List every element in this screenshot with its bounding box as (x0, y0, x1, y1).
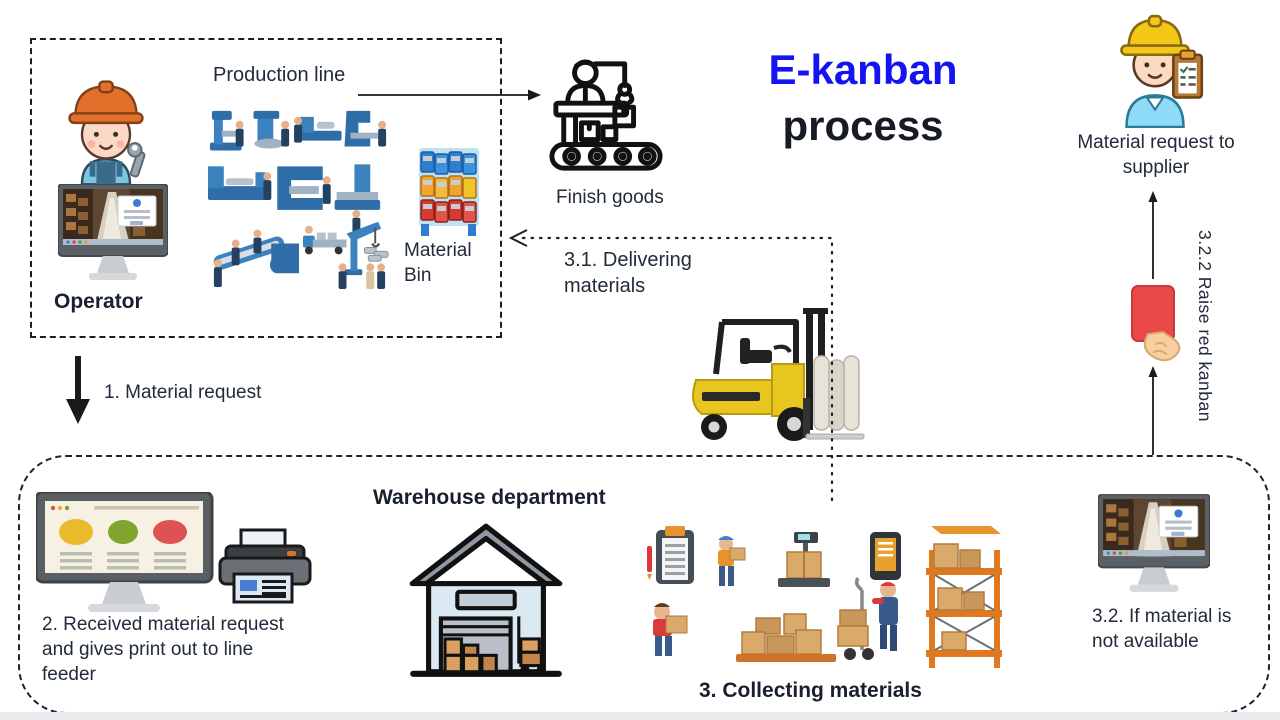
finish-goods-icon (548, 56, 666, 176)
wrench-icon (127, 142, 146, 178)
delivering-materials-label: 3.1. Delivering materials (564, 249, 692, 298)
raise-red-kanban-label: 3.2.2 Raise red kanban (1195, 230, 1215, 422)
title-line-1: E-kanban (768, 46, 958, 93)
title-line-2: process (782, 102, 944, 149)
clipboard-icon (1172, 49, 1204, 99)
operator-monitor-icon (58, 184, 168, 284)
finish-goods-label: Finish goods (556, 187, 664, 208)
production-line-label: Production line (213, 64, 346, 86)
warehouse-monitor-icon (1098, 494, 1210, 596)
material-bin-icon (416, 146, 482, 238)
material-request-arrow (66, 356, 90, 424)
raise-kanban-arrow-upper (1148, 191, 1158, 279)
page-title: E-kanban process (738, 42, 988, 154)
warehouse-building-icon (404, 518, 568, 682)
raise-kanban-arrow-lower (1148, 366, 1158, 455)
material-request-label: 1. Material request (104, 382, 262, 403)
operator-icon (58, 76, 154, 188)
collecting-materials-icon (646, 526, 1004, 678)
material-bin-label: Material Bin (404, 240, 472, 287)
supplier-label: Material request to supplier (1077, 132, 1235, 179)
warehouse-department-label: Warehouse department (373, 486, 606, 509)
request-monitor-icon (36, 492, 214, 614)
printer-icon (214, 528, 316, 606)
collecting-materials-label: 3. Collecting materials (699, 679, 922, 702)
red-kanban-icon (1126, 284, 1188, 368)
slide-bottom-edge (0, 712, 1280, 720)
forklift-icon (676, 300, 868, 452)
production-machines-icon (206, 102, 394, 292)
supplier-icon (1104, 12, 1206, 128)
production-line-box (30, 38, 502, 338)
operator-label: Operator (54, 290, 143, 313)
received-request-label: 2. Received material request and gives p… (42, 614, 284, 686)
not-available-label: 3.2. If material is not available (1092, 606, 1232, 653)
